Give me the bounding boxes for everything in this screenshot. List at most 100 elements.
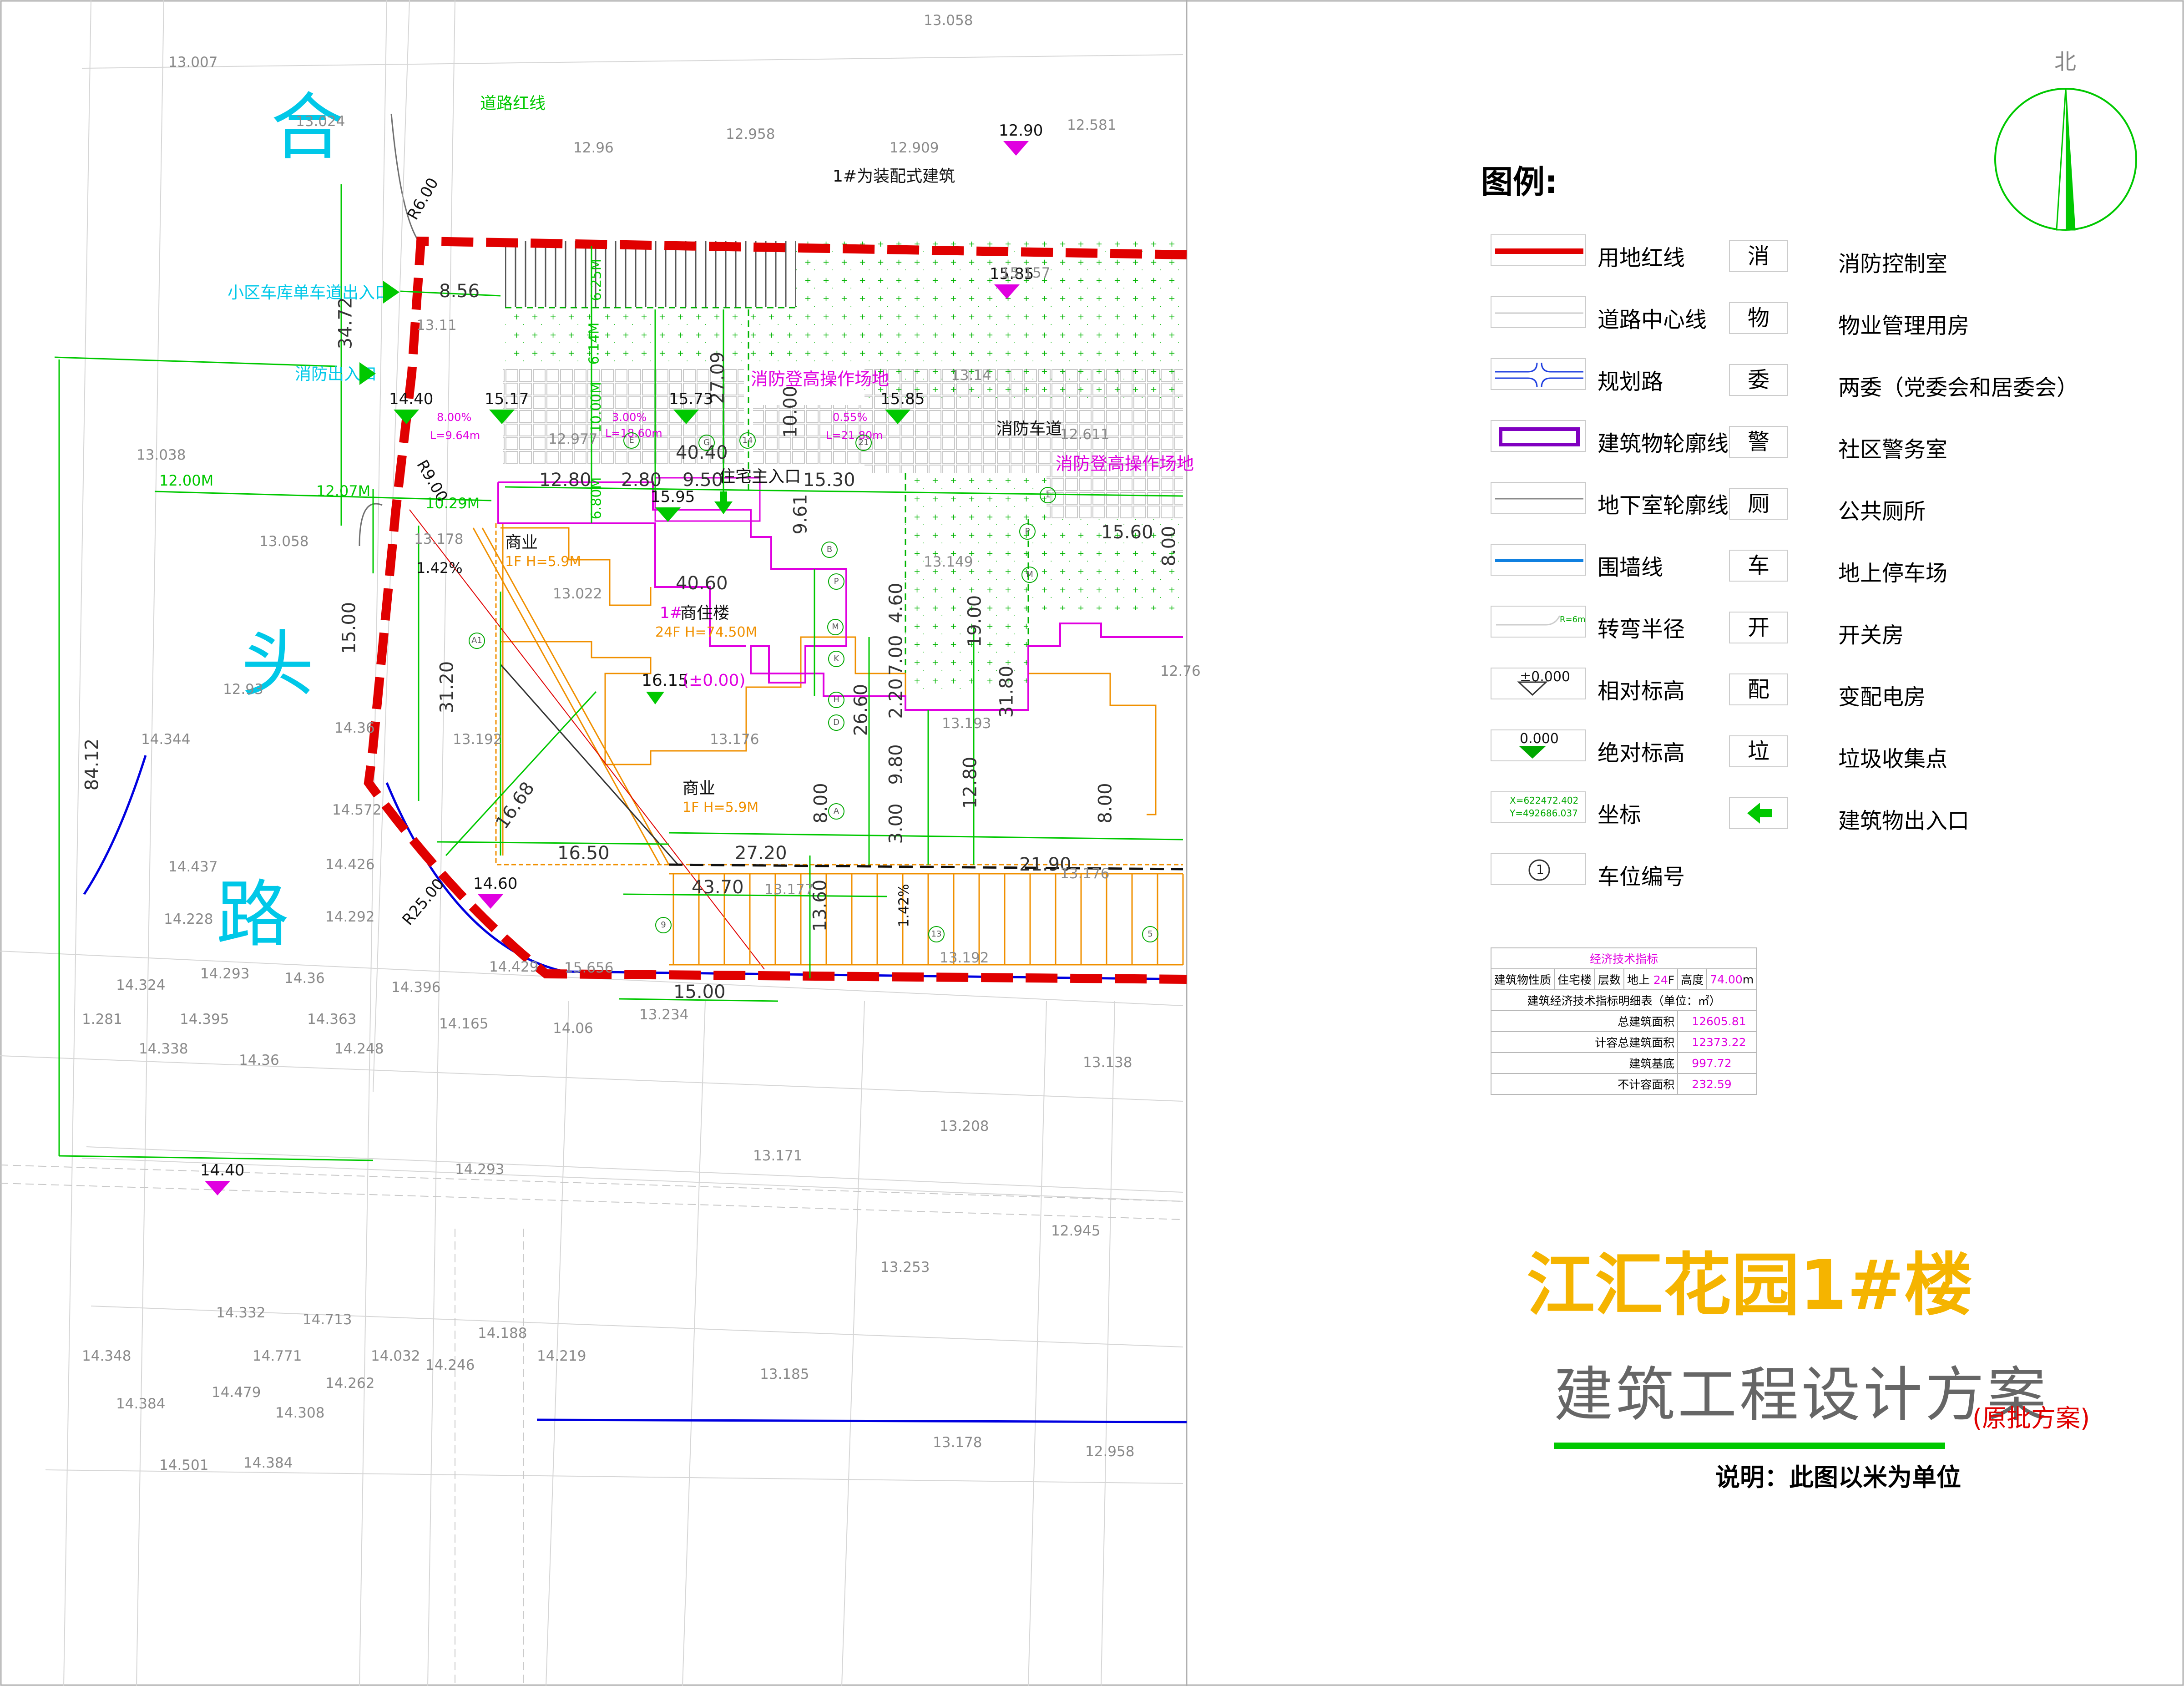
survey-spot-height: 1.281 xyxy=(82,1011,122,1028)
coordinate-sample-text: X=622472.402 xyxy=(1510,795,1579,806)
dim-label: 21.90 xyxy=(1019,854,1072,875)
survey-spot-height: 13.11 xyxy=(416,317,457,334)
survey-spot-height: 14.395 xyxy=(180,1011,229,1028)
green-space-middle xyxy=(905,473,1183,696)
econ-row-value: 12605.81 xyxy=(1677,1010,1758,1032)
building-elevation: 16.15 xyxy=(642,671,689,690)
legend-item-label: 围墙线 xyxy=(1598,555,1663,580)
dim-label: 16.50 xyxy=(557,843,610,864)
survey-spot-height: 13.058 xyxy=(259,533,309,550)
absolute-elevation-label: 14.40 xyxy=(200,1161,245,1180)
survey-spot-height: 12.909 xyxy=(890,140,939,156)
absolute-elevation-label: 14.60 xyxy=(473,875,518,893)
fire-zone-label-1: 消防登高操作场地 xyxy=(751,369,890,389)
axis-label-marker: A xyxy=(828,803,844,820)
dim-label: 9.50 xyxy=(682,470,723,491)
survey-spot-height: 13.192 xyxy=(453,731,502,748)
road-curve-r9 xyxy=(359,503,383,547)
survey-spot-height: 13.022 xyxy=(553,586,602,602)
legend-item-turn-radius: R=6m 转弯半径 xyxy=(1491,606,1809,642)
survey-spot-height: 12.611 xyxy=(1060,426,1110,443)
facility-legend-label: 垃圾收集点 xyxy=(1838,746,1948,772)
facility-legend-label: 两委（党委会和居委会） xyxy=(1838,375,2079,400)
survey-spot-height: 15.656 xyxy=(564,960,614,976)
survey-spot-height: 14.572 xyxy=(332,802,382,818)
north-arrow xyxy=(1994,88,2137,231)
dim-label: 15.00 xyxy=(673,982,726,1002)
dim-label: 19.00 xyxy=(964,595,986,648)
survey-spot-height: 12.977 xyxy=(548,431,598,447)
parking-strip xyxy=(505,241,796,307)
grade-label-2: 1.42% xyxy=(896,884,912,927)
relative-elevation-sample-text: ±0.000 xyxy=(1520,669,1571,685)
turn-radius-sample-text: R=6m xyxy=(1560,615,1586,624)
facility-legend-item: 物物业管理用房 xyxy=(1729,302,2138,339)
survey-spot-height: 14.293 xyxy=(200,966,250,982)
center-line-swatch xyxy=(1491,296,1586,328)
prefab-note: 1#为装配式建筑 xyxy=(833,167,956,186)
survey-spot-height: 12.958 xyxy=(1085,1443,1135,1460)
commerce-top-label: 商业 xyxy=(505,533,538,552)
diagonal-edge-3 xyxy=(500,664,679,865)
absolute-elevation-label: 15.85 xyxy=(880,390,925,408)
survey-spot-height: 13.024 xyxy=(296,113,345,130)
facility-legend-label: 社区警务室 xyxy=(1838,437,1948,462)
absolute-elevation-swatch: 0.000 xyxy=(1491,729,1586,761)
dim-label: 8.56 xyxy=(439,281,480,302)
survey-spot-height: 13.178 xyxy=(933,1434,982,1451)
econ-row-label: 建筑基底 xyxy=(1490,1052,1678,1074)
building-floors: 24F H=74.50M xyxy=(655,624,758,640)
axis-label-marker: E xyxy=(623,432,640,449)
absolute-elevation-marker xyxy=(1003,141,1029,156)
legend-item-label: 转弯半径 xyxy=(1598,617,1685,642)
dim-label: 4.60 xyxy=(885,582,907,623)
paved-zone-mid xyxy=(753,405,890,464)
facility-symbol: 警 xyxy=(1729,426,1788,458)
econ-row-label: 总建筑面积 xyxy=(1490,1010,1678,1032)
building-elevation-relative: (±0.00) xyxy=(682,671,746,690)
parking-number-marker: 9 xyxy=(655,917,672,933)
slope-c-length: L=21.80m xyxy=(826,429,883,442)
absolute-elevation-marker xyxy=(994,284,1020,299)
axis-label-marker: A1 xyxy=(469,633,485,649)
facility-legend-label: 公共厕所 xyxy=(1838,499,1926,524)
econ-row-value: 12373.22 xyxy=(1677,1031,1758,1053)
dim-label: 15.00 xyxy=(339,602,360,654)
facility-legend-label: 建筑物出入口 xyxy=(1838,808,1970,834)
unit-note: 说明：此图以米为单位 xyxy=(1715,1463,1961,1492)
road-red-line-label: 道路红线 xyxy=(480,94,546,113)
coordinate-sample-text: Y=492686.037 xyxy=(1510,808,1578,819)
legend-item-label: 地下室轮廓线 xyxy=(1598,493,1729,518)
parking-number-swatch: 1 xyxy=(1491,853,1586,885)
survey-spot-height: 14.713 xyxy=(303,1311,352,1328)
survey-spot-height: 14.292 xyxy=(325,909,375,925)
legend-item-planned-road: 规划路 xyxy=(1491,358,1809,395)
econ-above-label: 地上 xyxy=(1627,973,1650,987)
econ-above-value: 24 xyxy=(1653,973,1668,987)
building-type: 商住楼 xyxy=(680,604,730,623)
survey-spot-height: 14.188 xyxy=(478,1325,527,1342)
building-footprint-orange xyxy=(500,636,1157,815)
legend-item-basement-outline: 地下室轮廓线 xyxy=(1491,482,1809,518)
legend-item-label: 建筑物轮廓线 xyxy=(1598,431,1729,456)
facility-legend-label: 变配电房 xyxy=(1838,684,1926,710)
survey-spot-height: 13.234 xyxy=(639,1007,689,1023)
dim-label: 12.80 xyxy=(960,756,981,809)
absolute-elevation-marker xyxy=(655,507,681,522)
dim-label: 7.00 xyxy=(885,635,907,676)
basement-outline-swatch xyxy=(1491,482,1586,514)
survey-spot-height: 13.177 xyxy=(764,881,814,898)
slope-a: 8.00% xyxy=(437,411,472,424)
survey-spot-height: 12.581 xyxy=(1067,117,1117,133)
diagonal-red-thin xyxy=(409,509,765,970)
survey-spot-height: 12.958 xyxy=(726,126,775,142)
survey-spot-height: 14.437 xyxy=(168,859,218,875)
survey-background-lines xyxy=(0,0,1183,1686)
facility-legend-item: 建筑物出入口 xyxy=(1729,797,2138,834)
facility-legend-item: 消消防控制室 xyxy=(1729,240,2138,277)
survey-spot-height: 12.76 xyxy=(1160,663,1201,679)
